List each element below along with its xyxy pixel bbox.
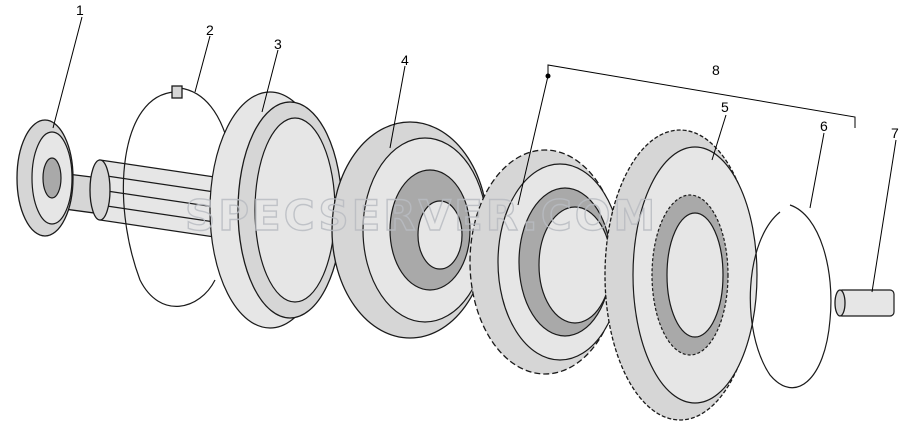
callout-3: 3 (274, 36, 282, 52)
helical-gear (469, 149, 623, 375)
callout-6: 6 (820, 118, 828, 134)
callout-1: 1 (76, 2, 84, 18)
callouts: 1 2 3 4 5 6 7 8 (76, 2, 899, 141)
part-1-nut (16, 119, 74, 237)
callout-5: 5 (721, 99, 729, 115)
callout-8: 8 (712, 62, 720, 78)
part-5-synchronizer (604, 129, 758, 421)
part-6-snap-ring (749, 204, 832, 389)
callout-2: 2 (206, 22, 214, 38)
watermark: SPECSERVER.COM (185, 191, 658, 240)
part-4-bearing (331, 121, 489, 339)
callout-7: 7 (891, 125, 899, 141)
part-7-pin (834, 289, 895, 317)
part-3-ring (209, 91, 343, 329)
callout-4: 4 (401, 52, 409, 68)
leader-lines (52, 16, 897, 293)
